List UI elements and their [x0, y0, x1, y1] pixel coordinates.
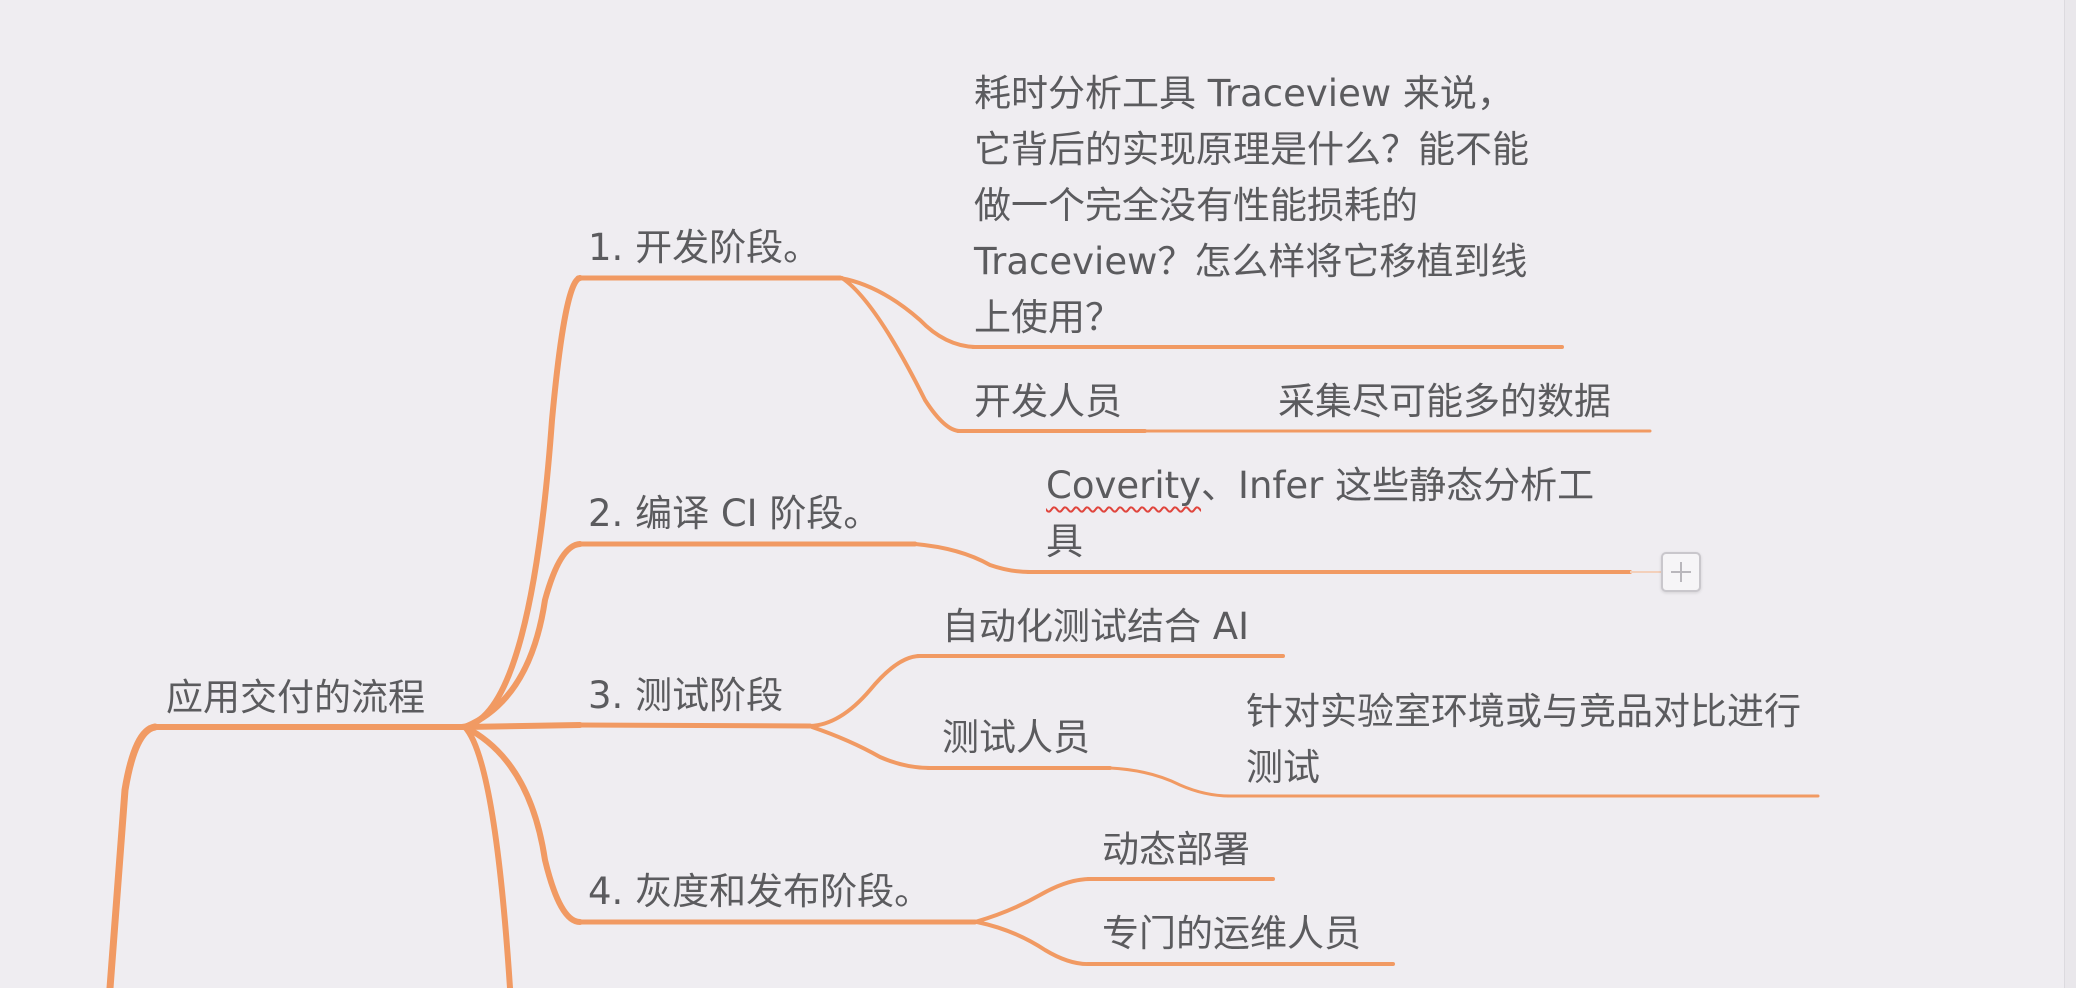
add-topic-connector — [1630, 571, 1661, 573]
link-dev-question — [838, 276, 977, 349]
link-release-deploy — [973, 877, 1092, 924]
topic-developer[interactable]: 开发人员 — [974, 380, 1122, 423]
static-analysis-text: 、Infer 这些静态分析工具 — [1046, 464, 1595, 563]
add-topic-button[interactable] — [1661, 552, 1701, 592]
topic-test-stage[interactable]: 3. 测试阶段 — [588, 674, 784, 717]
topic-static-analysis[interactable]: Coverity、Infer 这些静态分析工具 — [1046, 458, 1624, 570]
test-underline — [575, 722, 813, 729]
vertical-scrollbar[interactable] — [2064, 0, 2076, 988]
topic-ci-stage[interactable]: 2. 编译 CI 阶段。 — [588, 492, 881, 535]
link-release-ops — [975, 920, 1092, 967]
topic-traceview-question[interactable]: 耗时分析工具 Traceview 来说，它背后的实现原理是什么？能不能做一个完全… — [974, 72, 1529, 339]
topic-auto-test-ai[interactable]: 自动化测试结合 AI — [942, 605, 1249, 648]
link-root-dev — [459, 275, 583, 730]
root-lower-branch — [462, 724, 513, 988]
spellcheck-word: Coverity — [1046, 464, 1202, 507]
root-connector — [106, 723, 159, 988]
link-root-test — [462, 722, 583, 730]
link-ci-tools — [913, 542, 1032, 574]
link-dev-developer — [840, 276, 962, 433]
link-root-ci — [462, 541, 583, 730]
link-tester-lab — [1108, 766, 1232, 798]
topic-tester[interactable]: 测试人员 — [942, 716, 1090, 759]
topic-ops-staff[interactable]: 专门的运维人员 — [1102, 912, 1361, 955]
topic-lab-testing[interactable]: 针对实验室环境或与竞品对比进行测试 — [1246, 690, 1801, 789]
topic-collect-data[interactable]: 采集尽可能多的数据 — [1278, 380, 1611, 423]
root-topic[interactable]: 应用交付的流程 — [166, 676, 425, 719]
topic-release-stage[interactable]: 4. 灰度和发布阶段。 — [588, 870, 932, 913]
link-root-release — [462, 724, 583, 925]
topic-dynamic-deploy[interactable]: 动态部署 — [1102, 828, 1250, 871]
topic-dev-stage[interactable]: 1. 开发阶段。 — [588, 226, 821, 269]
link-test-auto — [808, 654, 922, 728]
link-test-tester — [810, 725, 932, 770]
